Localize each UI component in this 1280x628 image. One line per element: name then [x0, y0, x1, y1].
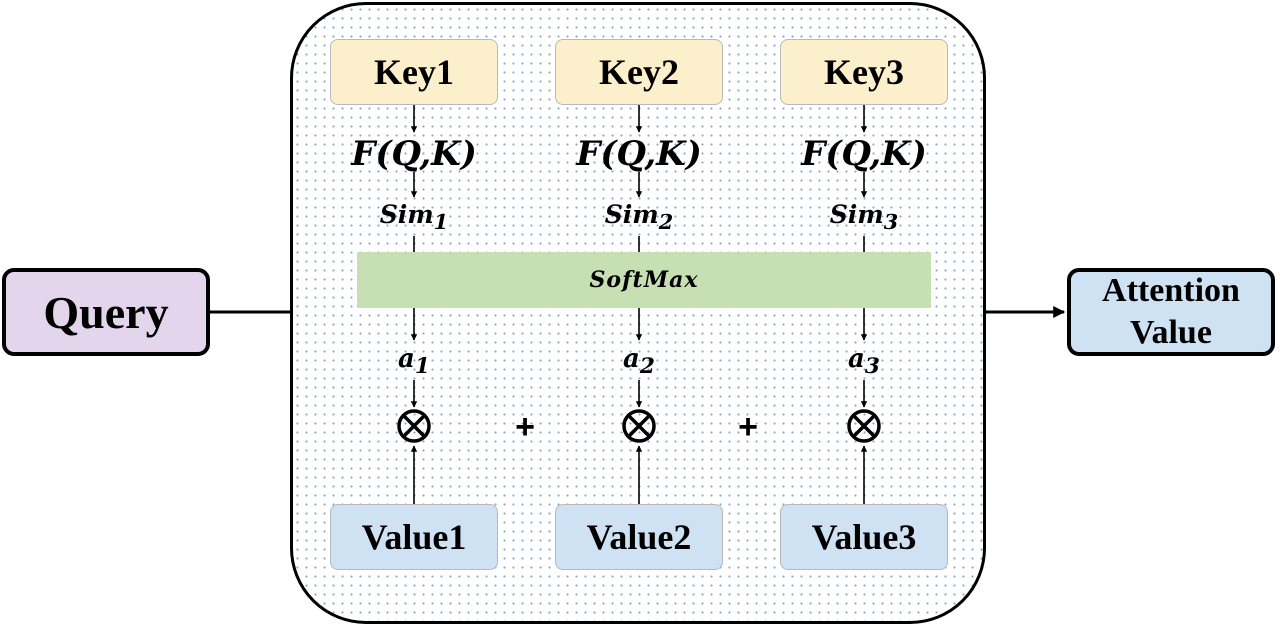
value-label: Value3: [811, 517, 917, 557]
similarity-function-1: F(Q,K): [351, 134, 477, 174]
value-label: Value1: [361, 517, 467, 557]
value-box-1: Value1: [330, 504, 498, 570]
value-box-3: Value3: [780, 504, 948, 570]
attention-value-line1: Attention: [1102, 272, 1240, 309]
plus-sign-2: +: [738, 408, 758, 446]
multiply-icon-1: [397, 409, 431, 443]
weight-subscript: 2: [639, 354, 655, 380]
key-label: Key2: [599, 52, 679, 92]
weight-subscript: 3: [864, 354, 880, 380]
similarity-score-3: Sim3: [830, 200, 899, 234]
attention-weight-3: a3: [848, 344, 880, 379]
query-label: Query: [43, 286, 169, 338]
similarity-subscript: 2: [658, 209, 674, 234]
weight-base: a: [623, 344, 640, 374]
key-box-3: Key3: [780, 39, 948, 105]
attention-value-box: Attention Value: [1067, 268, 1275, 356]
similarity-base: Sim: [604, 200, 659, 229]
plus-sign-1: +: [515, 408, 535, 446]
softmax-label: SoftMax: [589, 267, 699, 293]
weight-base: a: [848, 344, 865, 374]
value-label: Value2: [586, 517, 692, 557]
key-label: Key3: [824, 52, 904, 92]
attention-weight-1: a1: [398, 344, 430, 379]
similarity-function-3: F(Q,K): [801, 134, 927, 174]
similarity-function-2: F(Q,K): [576, 134, 702, 174]
softmax-bar: SoftMax: [357, 252, 931, 308]
value-box-2: Value2: [555, 504, 723, 570]
query-box: Query: [2, 268, 210, 356]
similarity-subscript: 1: [433, 209, 449, 234]
key-label: Key1: [374, 52, 454, 92]
multiply-icon-2: [622, 409, 656, 443]
similarity-subscript: 3: [883, 209, 899, 234]
similarity-base: Sim: [829, 200, 884, 229]
multiply-icon-3: [847, 409, 881, 443]
weight-subscript: 1: [414, 354, 430, 380]
attention-value-line2: Value: [1130, 314, 1212, 351]
weight-base: a: [398, 344, 415, 374]
attention-weight-2: a2: [623, 344, 655, 379]
similarity-score-2: Sim2: [605, 200, 674, 234]
similarity-base: Sim: [379, 200, 434, 229]
key-box-2: Key2: [555, 39, 723, 105]
similarity-score-1: Sim1: [380, 200, 449, 234]
key-box-1: Key1: [330, 39, 498, 105]
